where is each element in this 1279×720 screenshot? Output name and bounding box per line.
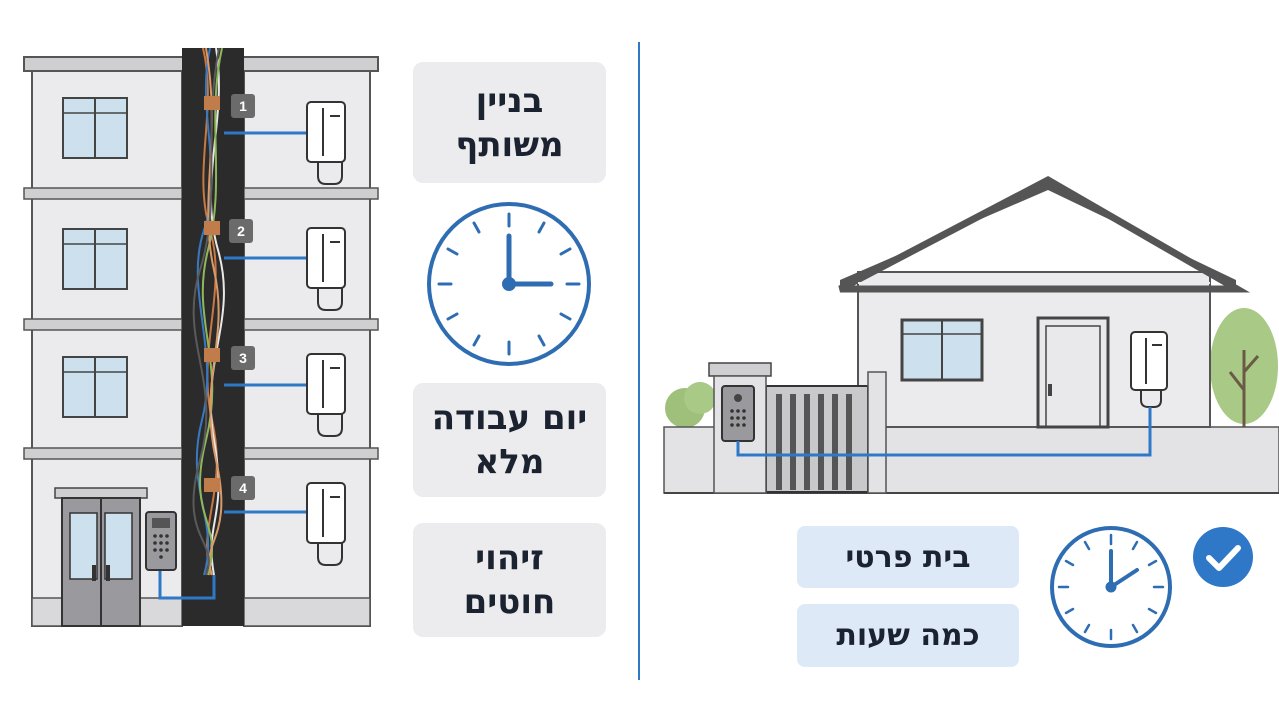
riser-wire-bundle bbox=[192, 47, 225, 576]
gate-intercom-panel bbox=[721, 385, 755, 442]
intercom-handset-floor-4 bbox=[306, 482, 346, 566]
floor-marker-4: 4 bbox=[204, 476, 255, 500]
label-shared-building: בניין משותף bbox=[413, 62, 606, 183]
clock-icon-full-day bbox=[427, 202, 591, 366]
floor-marker-1: 1 bbox=[204, 94, 255, 118]
entry-intercom-panel bbox=[145, 511, 177, 571]
intercom-cables bbox=[158, 131, 307, 600]
private-house bbox=[663, 176, 1279, 494]
house-intercom-handset bbox=[1130, 331, 1168, 408]
svg-text:1: 1 bbox=[239, 98, 247, 114]
svg-text:3: 3 bbox=[239, 350, 247, 366]
window-floor-2 bbox=[62, 228, 128, 290]
intercom-handset-floor-3 bbox=[306, 353, 346, 437]
svg-text:2: 2 bbox=[237, 223, 245, 239]
check-badge-icon bbox=[1193, 527, 1253, 587]
tree bbox=[1210, 308, 1278, 430]
label-full-workday: יום עבודה מלא bbox=[413, 383, 606, 497]
intercom-handset-floor-2 bbox=[306, 227, 346, 311]
label-wire-identification: זיהוי חוטים bbox=[413, 523, 606, 637]
front-gate bbox=[765, 371, 887, 494]
floor-marker-2: 2 bbox=[204, 219, 253, 243]
clock-icon-few-hours bbox=[1050, 526, 1172, 648]
svg-text:4: 4 bbox=[239, 480, 247, 496]
apartment-building: 1 2 3 4 bbox=[23, 47, 379, 627]
label-few-hours: כמה שעות bbox=[797, 604, 1019, 667]
window-floor-3 bbox=[62, 356, 128, 418]
label-private-house: בית פרטי bbox=[797, 526, 1019, 588]
intercom-handset-floor-1 bbox=[306, 101, 346, 185]
house-intercom-cable bbox=[736, 407, 1152, 457]
building-entrance-door bbox=[54, 487, 148, 627]
floor-marker-3: 3 bbox=[204, 346, 255, 370]
window-floor-1 bbox=[62, 97, 128, 159]
